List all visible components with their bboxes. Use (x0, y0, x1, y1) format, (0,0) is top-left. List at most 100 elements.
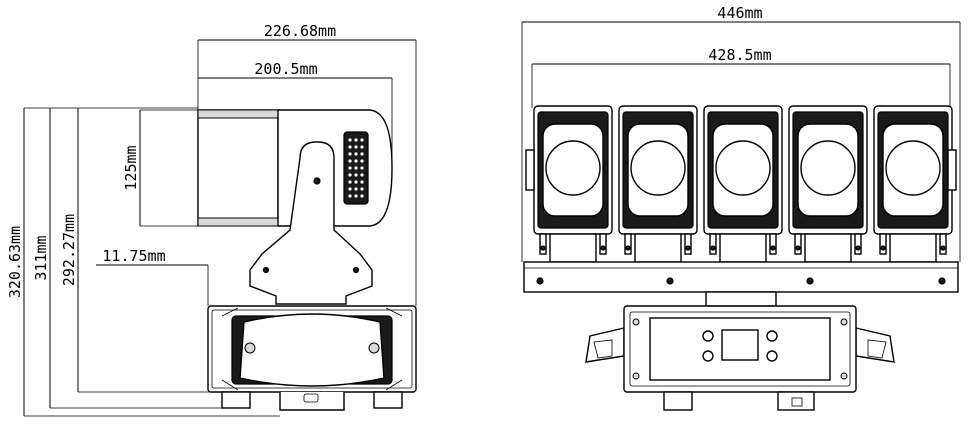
base-dot (296, 369, 300, 373)
vent-dot (348, 166, 352, 170)
base-foot-left (221, 391, 251, 409)
vent-dot (360, 173, 364, 177)
base-dot (332, 320, 336, 324)
base-dot (278, 364, 282, 368)
base-foot-right (373, 391, 403, 409)
base-dot (290, 374, 294, 378)
base-dot (314, 325, 318, 329)
dim-head-height: 125mm (122, 145, 140, 190)
yoke-screw-left (262, 266, 270, 274)
base-handle-left-inner (593, 339, 613, 359)
front-foot-right-hole (791, 397, 803, 407)
base-dot (302, 330, 306, 334)
base-dot (278, 320, 282, 324)
base-dot (314, 369, 318, 373)
button-top-left (702, 330, 714, 342)
base-dot (344, 325, 348, 329)
vent-dot (354, 159, 358, 163)
base-dot (338, 369, 342, 373)
dim-height-inner: 292.27mm (60, 214, 78, 286)
base-dot (302, 325, 306, 329)
head-back-top-band (197, 109, 279, 119)
base-dot (320, 374, 324, 378)
base-mount-hole (303, 393, 319, 403)
yoke-bar-screw (938, 277, 946, 285)
base-dot (338, 330, 342, 334)
base-dot (284, 330, 288, 334)
vent-dot (354, 138, 358, 142)
base-dot (284, 369, 288, 373)
yoke-arm (249, 141, 373, 305)
button-bottom-right (766, 350, 778, 362)
base-dot (308, 320, 312, 324)
front-view: 446mm 428.5mm (521, 4, 961, 411)
base-dot (308, 374, 312, 378)
module-lens (545, 140, 601, 196)
vent-dot (354, 173, 358, 177)
yoke-bar-screw (806, 277, 814, 285)
base-dot (308, 330, 312, 334)
button-bottom-left (702, 350, 714, 362)
module-neck (719, 233, 767, 263)
base-dot (326, 369, 330, 373)
yoke-bar-screws (536, 277, 946, 285)
vent-dot (360, 138, 364, 142)
dim-height-mid: 311mm (32, 235, 50, 280)
vent-dots (348, 138, 364, 198)
front-base-screw-bl (632, 372, 640, 380)
base-dot (284, 364, 288, 368)
base-handle-right-inner (867, 339, 887, 359)
base-dot (284, 320, 288, 324)
base-inner-border (211, 309, 413, 389)
vent-dot (360, 194, 364, 198)
base-dot (344, 320, 348, 324)
base-dot (296, 330, 300, 334)
vent-dot (360, 152, 364, 156)
yoke-screw-right (352, 266, 360, 274)
dim-front-width-inner: 428.5mm (708, 46, 771, 64)
vent-dot (360, 166, 364, 170)
head-back-bottom-band (197, 217, 279, 227)
base-dot (332, 325, 336, 329)
base-dot (290, 330, 294, 334)
vent-dot (348, 138, 352, 142)
vent-dot (360, 180, 364, 184)
module-screw (710, 245, 716, 251)
base-dot (326, 325, 330, 329)
module-screw (600, 245, 606, 251)
base-dot (326, 320, 330, 324)
base-dot (344, 330, 348, 334)
base-handle-right (368, 342, 380, 354)
dim-width-overall: 226.68mm (264, 22, 336, 40)
front-base-screw-tr (840, 318, 848, 326)
base-dot (296, 374, 300, 378)
base-dot (344, 374, 348, 378)
base-dot (344, 369, 348, 373)
vent-dot (348, 173, 352, 177)
front-foot-left (663, 391, 693, 411)
module-bracket (709, 233, 717, 255)
base-dot (296, 320, 300, 324)
front-base-inner-border (629, 311, 851, 387)
vent-dot (348, 194, 352, 198)
module-screw (685, 245, 691, 251)
vent-dot (348, 145, 352, 149)
base-dot (332, 330, 336, 334)
module-screw (940, 245, 946, 251)
base-dot (290, 325, 294, 329)
front-foot-right (777, 391, 815, 411)
module-neck (889, 233, 937, 263)
button-top-right (766, 330, 778, 342)
base-dot (314, 320, 318, 324)
head-module (533, 105, 613, 263)
module-lens (715, 140, 771, 196)
vent-dot (354, 166, 358, 170)
head-modules (525, 105, 957, 263)
module-bracket (939, 233, 947, 255)
base-dot (314, 364, 318, 368)
base-dot (290, 369, 294, 373)
yoke-bar (523, 261, 959, 293)
vent-dot (354, 152, 358, 156)
base-dot (314, 330, 318, 334)
